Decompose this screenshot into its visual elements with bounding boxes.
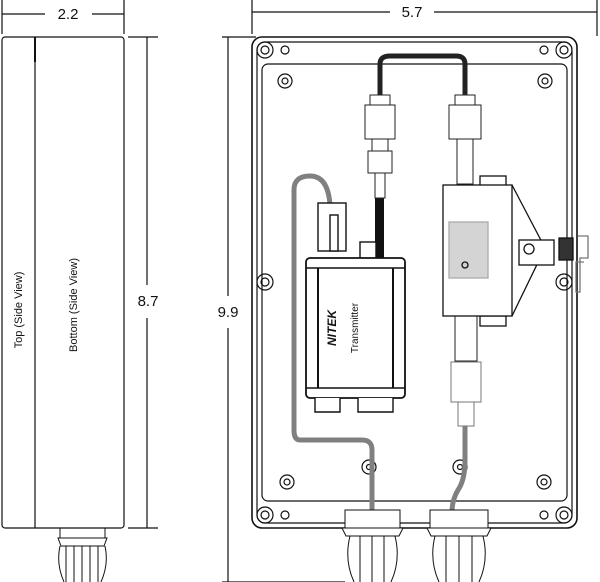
dimension-lines-front: [222, 0, 598, 582]
dimension-lines-side: [1, 0, 158, 529]
transmitter-unit: [305, 202, 406, 413]
corner-screws: [256, 41, 573, 524]
cable-glands: [341, 509, 492, 582]
dimension-front-height: 9.9: [218, 304, 239, 321]
side-view-top-label: Top (Side View): [13, 272, 25, 349]
side-view: [1, 36, 125, 582]
side-cable-gland: [57, 527, 108, 582]
dimension-side-height: 8.7: [138, 293, 159, 310]
bnc-connectors: [364, 94, 482, 427]
transmitter-label: Transmitter: [350, 302, 361, 353]
dimension-front-width: 5.7: [402, 4, 423, 21]
dimension-side-width: 2.2: [58, 6, 79, 23]
transmitter-brand: NITEK: [325, 309, 339, 346]
receiver-unit: [442, 175, 589, 327]
side-view-bottom-label: Bottom (Side View): [68, 258, 80, 352]
cables: [291, 53, 468, 513]
